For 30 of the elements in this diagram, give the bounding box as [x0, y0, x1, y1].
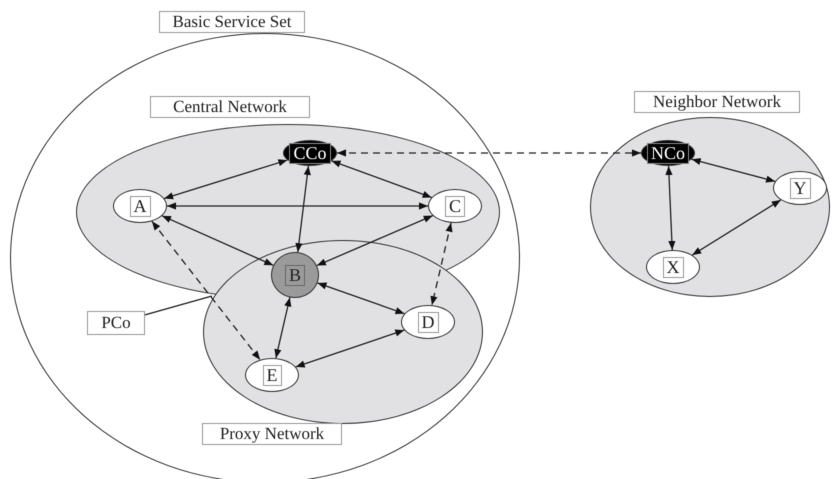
- station-label: CCo: [289, 142, 330, 164]
- arrow: [317, 282, 405, 314]
- arrow: [316, 215, 433, 266]
- station-label: C: [444, 196, 465, 216]
- arrow: [274, 297, 292, 358]
- station-label: Y: [790, 178, 810, 198]
- arrow: [295, 166, 311, 252]
- callout-label: PCo: [87, 311, 145, 335]
- station-label: NCo: [646, 142, 689, 164]
- arrow: [162, 215, 274, 266]
- arrow: [167, 202, 428, 210]
- arrow: [691, 158, 776, 183]
- network-label: Basic Service Set: [159, 11, 305, 33]
- network-label: Proxy Network: [202, 423, 342, 445]
- leader-line: [144, 295, 212, 316]
- arrow: [692, 199, 782, 256]
- station-label: A: [130, 196, 150, 216]
- arrow: [665, 166, 676, 250]
- arrow: [151, 220, 261, 360]
- station-label: B: [284, 264, 305, 286]
- network-label: Neighbor Network: [634, 91, 800, 113]
- arrow: [296, 329, 404, 368]
- station-label: E: [262, 364, 282, 386]
- station-label: X: [662, 256, 684, 278]
- arrow: [337, 149, 641, 157]
- arrow: [430, 222, 453, 306]
- network-label: Central Network: [150, 96, 310, 118]
- station-label: D: [418, 312, 438, 332]
- arrow: [164, 159, 288, 200]
- arrow: [331, 160, 432, 198]
